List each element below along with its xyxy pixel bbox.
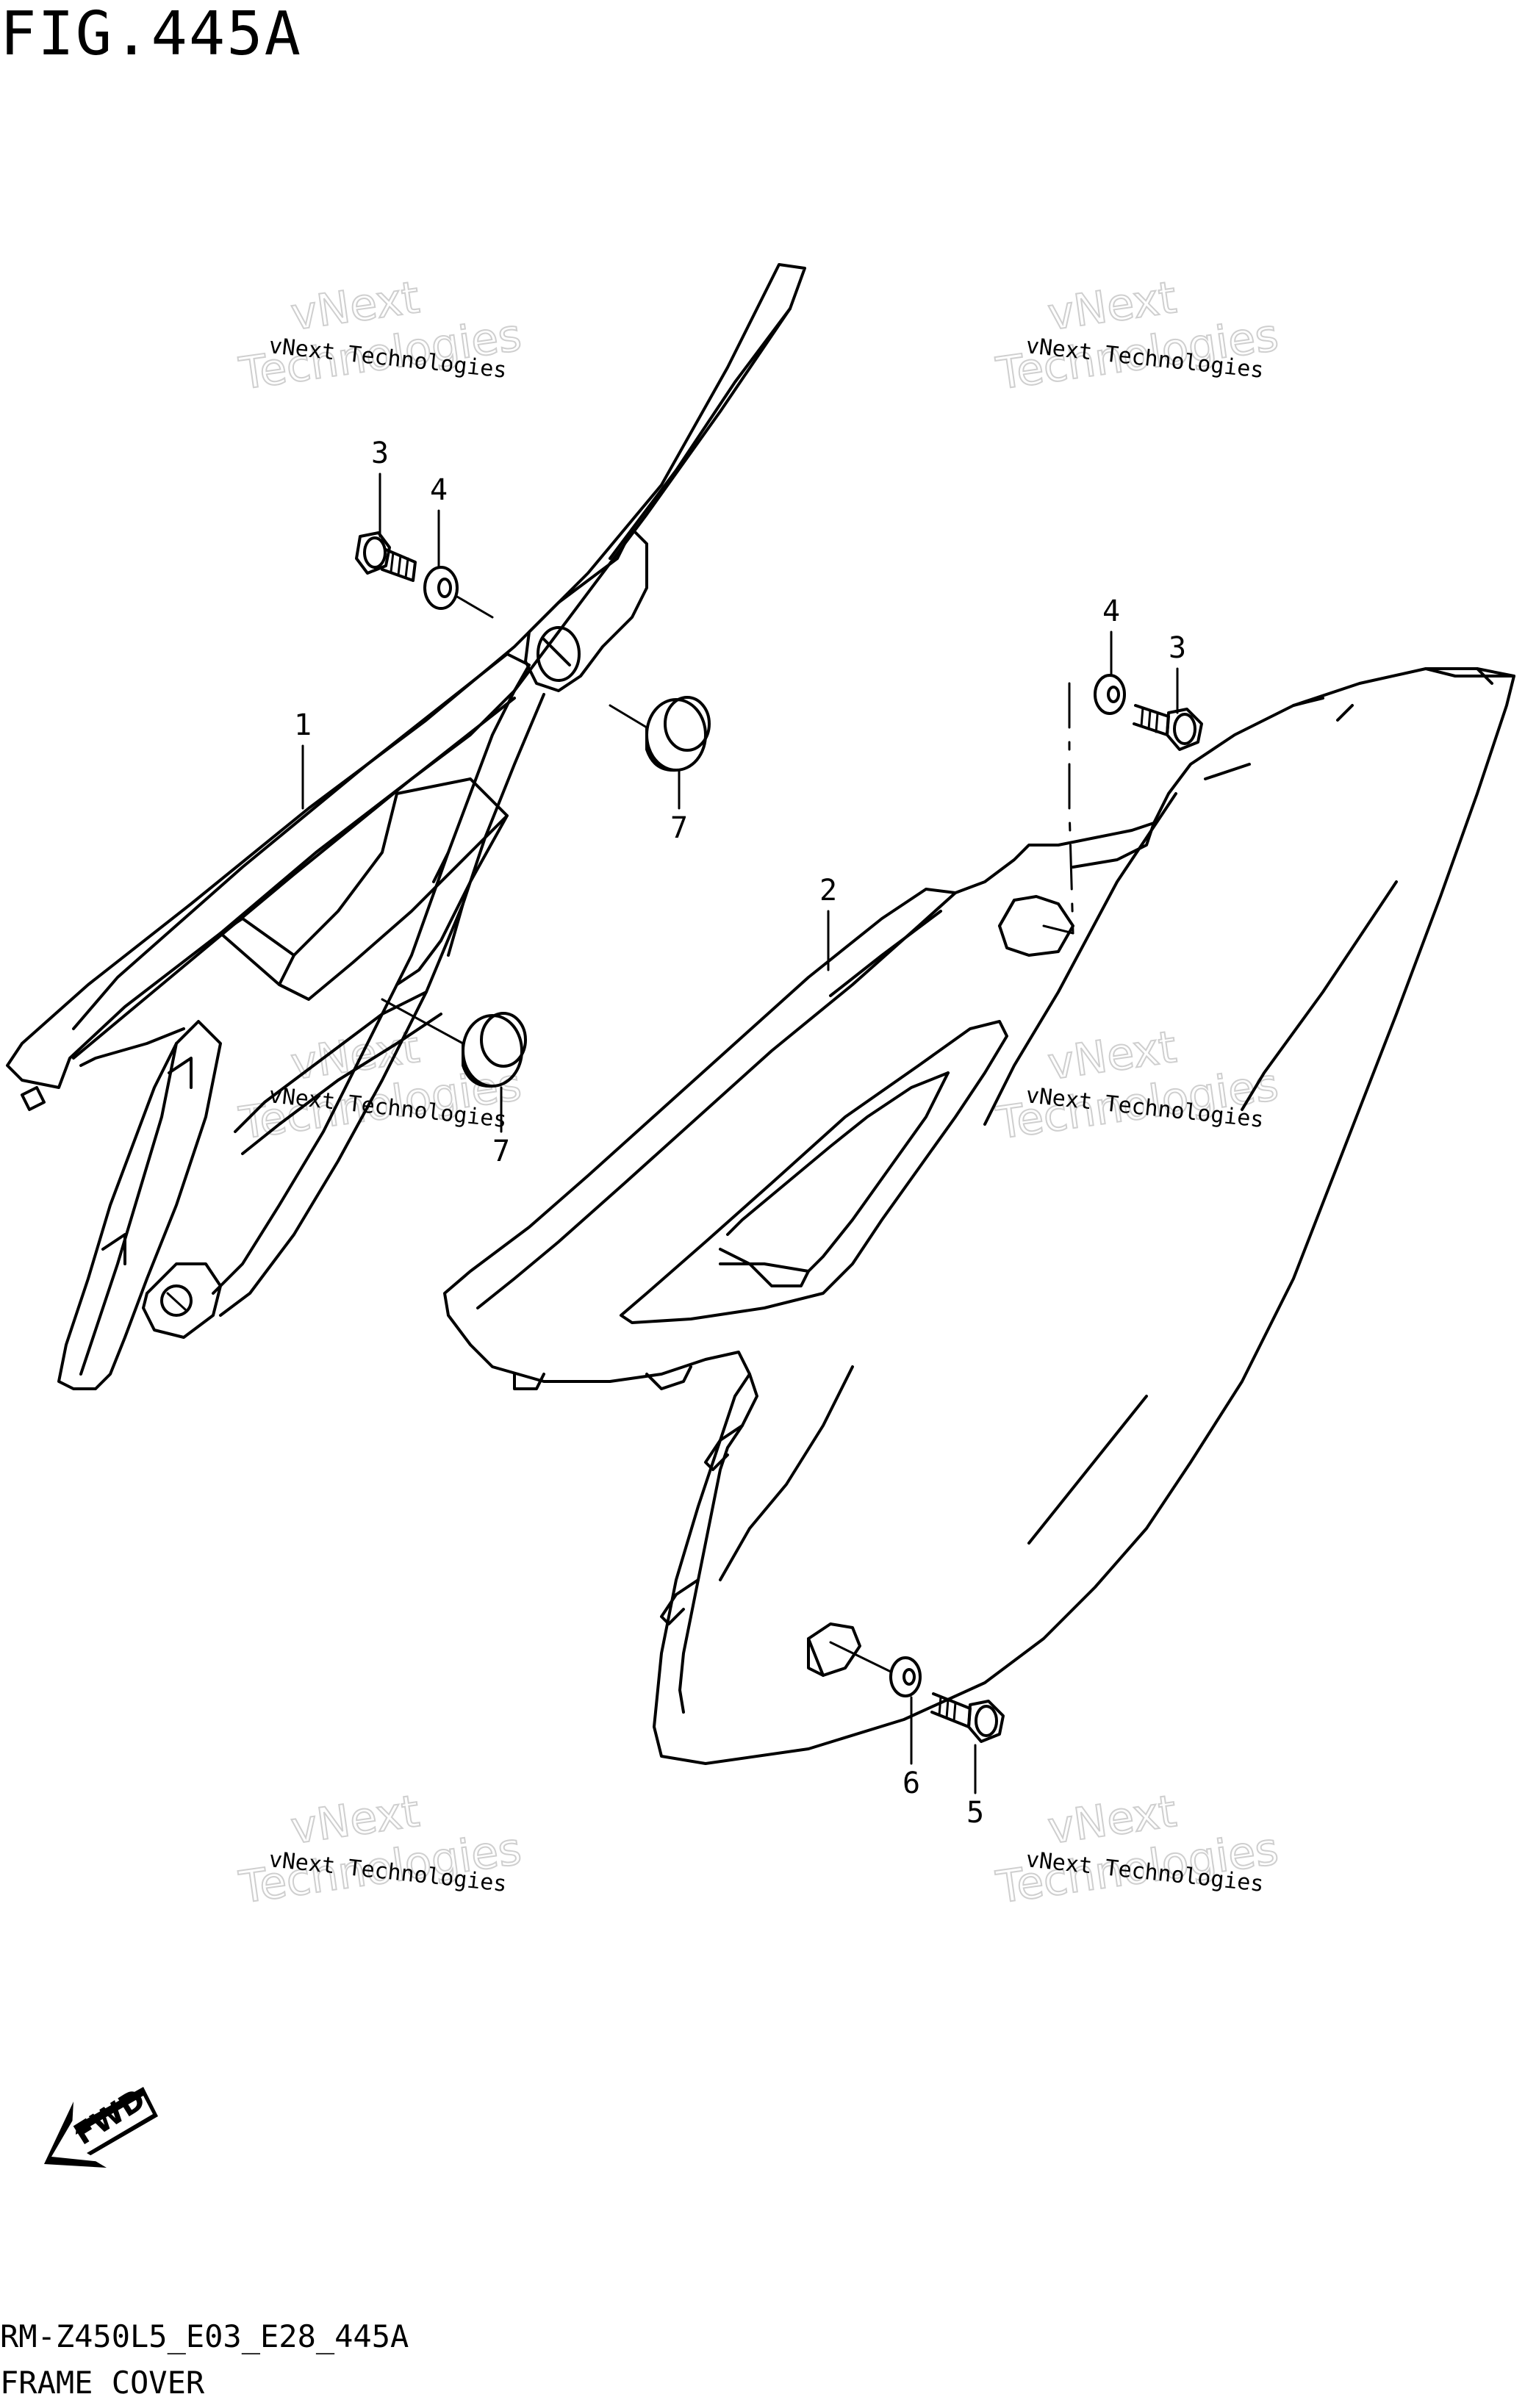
leader-dashed-right bbox=[1068, 682, 1074, 935]
svg-text:2: 2 bbox=[819, 874, 837, 908]
leader-washer-to-frame bbox=[456, 595, 494, 619]
callout-1: 1 bbox=[294, 708, 312, 810]
washer-4-left bbox=[423, 566, 459, 610]
callout-7-lower: 7 bbox=[492, 1086, 510, 1168]
svg-text:4: 4 bbox=[1102, 594, 1120, 628]
callout-5: 5 bbox=[966, 1744, 984, 1830]
callout-7-top: 7 bbox=[670, 770, 688, 845]
bolt-3-right bbox=[1133, 704, 1203, 751]
bolt-5 bbox=[930, 1692, 1005, 1743]
svg-text:3: 3 bbox=[371, 436, 389, 470]
callout-4-right: 4 bbox=[1102, 594, 1120, 676]
part-2-right-side-cover bbox=[443, 667, 1515, 1765]
callout-2: 2 bbox=[819, 874, 837, 971]
svg-text:7: 7 bbox=[492, 1135, 510, 1168]
model-code: RM-Z450L5_E03_E28_445A bbox=[0, 2318, 409, 2354]
bolt-3-left bbox=[355, 531, 417, 582]
part-1-left-frame-cover bbox=[6, 263, 806, 1390]
svg-text:7: 7 bbox=[670, 811, 688, 845]
svg-text:3: 3 bbox=[1169, 631, 1186, 665]
watermark-top-right: vNext Technologies bbox=[992, 271, 1282, 400]
svg-text:1: 1 bbox=[294, 708, 312, 742]
svg-text:5: 5 bbox=[966, 1796, 984, 1830]
svg-text:4: 4 bbox=[430, 473, 448, 507]
grommet-7-top bbox=[645, 696, 711, 772]
leader-hole-right bbox=[1042, 924, 1074, 935]
leader-grommet-lower bbox=[381, 998, 464, 1045]
washer-4-right bbox=[1094, 674, 1126, 715]
washer-6 bbox=[889, 1656, 922, 1697]
figure-title: FIG.445A bbox=[0, 0, 302, 69]
part-name: FRAME COVER bbox=[0, 2365, 205, 2401]
callout-3-left: 3 bbox=[371, 436, 389, 538]
svg-text:6: 6 bbox=[903, 1767, 920, 1800]
callout-4-left: 4 bbox=[430, 473, 448, 567]
fwd-arrow: FWD bbox=[44, 2082, 158, 2168]
grommet-7-lower bbox=[462, 1012, 527, 1088]
leader-washer-6 bbox=[829, 1641, 892, 1673]
leader-grommet-top bbox=[609, 704, 648, 729]
callout-6: 6 bbox=[903, 1696, 920, 1800]
callout-3-right: 3 bbox=[1169, 631, 1186, 714]
